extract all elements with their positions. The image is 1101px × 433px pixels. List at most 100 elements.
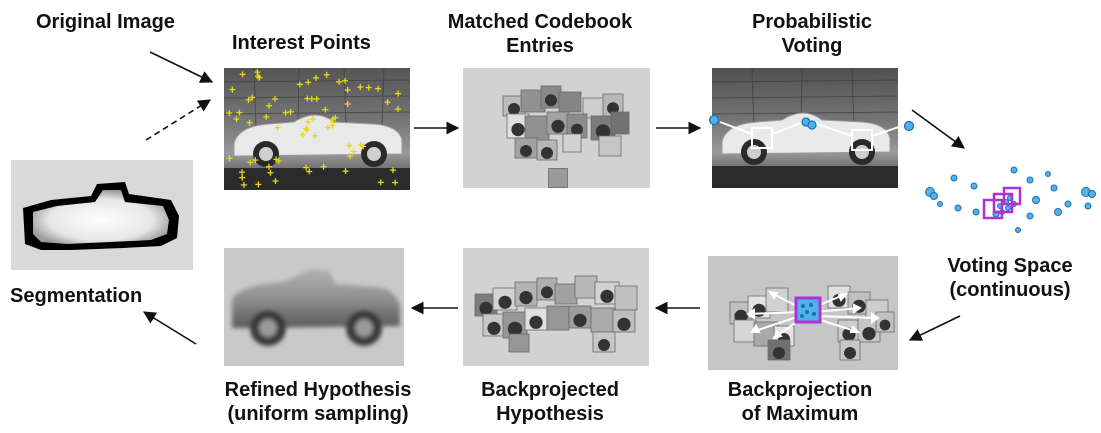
voting-space-plot: [918, 160, 1101, 245]
patch-wheel-detail: [571, 123, 583, 136]
vote-point: [1026, 212, 1034, 220]
label-backprojected-hypothesis-line2: Hypothesis: [496, 403, 604, 425]
keypoint-marker: [252, 157, 259, 164]
keypoint-marker: [312, 132, 319, 139]
patch-wheel-detail: [529, 315, 543, 329]
label-original-image: Original Image: [36, 11, 175, 33]
keypoint-marker: [346, 142, 353, 149]
patch-wheel-detail: [519, 291, 533, 305]
patch-wheel-detail: [479, 301, 493, 315]
vote-point: [950, 174, 958, 182]
codebook-patch-stray: [548, 168, 568, 188]
codebook-patch: [558, 91, 582, 113]
patch-wheel-detail: [511, 123, 525, 137]
keypoint-marker: [255, 181, 262, 188]
refined-hypothesis-image: [224, 248, 404, 366]
patch-wheel-detail: [862, 327, 876, 341]
keypoint-marker: [287, 108, 294, 115]
keypoint-marker: [357, 84, 364, 91]
keypoint-marker: [299, 131, 306, 138]
keypoint-marker: [344, 87, 351, 94]
codebook-patch: [546, 305, 570, 331]
keypoint-marker: [350, 148, 357, 155]
voting-patch-box-right: [851, 129, 873, 151]
vote-point: [1088, 190, 1096, 198]
label-refined-hypothesis: Refined Hypothesis (uniform sampling): [198, 378, 438, 426]
keypoint-marker: [226, 155, 233, 162]
patch-wheel-detail: [551, 119, 565, 133]
keypoint-marker: [375, 85, 382, 92]
keypoint-marker: [236, 109, 243, 116]
label-matched-codebook-line2: Entries: [506, 35, 574, 57]
keypoint-marker: [344, 101, 351, 108]
label-interest-points: Interest Points: [232, 32, 371, 54]
label-backprojection-maximum-line1: Backprojection: [727, 379, 873, 401]
keypoint-marker: [332, 114, 339, 121]
arrow-voting-to-space: [911, 109, 966, 149]
vote-point: [1054, 208, 1062, 216]
keypoint-marker: [238, 169, 245, 176]
keypoint-marker: [233, 115, 240, 122]
label-voting-space-line1: Voting Space: [947, 255, 1073, 277]
keypoint-marker: [226, 110, 233, 117]
label-voting-space-line2: (continuous): [949, 279, 1071, 301]
keypoint-marker: [305, 119, 312, 126]
patch-wheel-detail: [545, 94, 557, 107]
patch-wheel-detail: [617, 317, 631, 331]
keypoint-marker: [329, 122, 336, 129]
backprojected-hypothesis-image: [463, 248, 649, 366]
label-matched-codebook: Matched Codebook Entries: [440, 10, 640, 58]
label-refined-hypothesis-line1: Refined Hypothesis: [224, 379, 412, 401]
label-matched-codebook-line1: Matched Codebook: [447, 11, 633, 33]
keypoint-marker: [229, 86, 236, 93]
keypoint-marker: [255, 73, 262, 80]
keypoint-marker: [296, 81, 303, 88]
keypoint-marker: [267, 169, 274, 176]
label-segmentation: Segmentation: [10, 285, 143, 307]
keypoint-marker: [323, 71, 330, 78]
keypoint-marker: [342, 77, 349, 84]
keypoint-marker: [308, 95, 315, 102]
patch-wheel-detail: [507, 321, 523, 337]
codebook-patch: [554, 283, 578, 305]
vote-point: [972, 208, 980, 216]
vote-point: [1050, 184, 1058, 192]
keypoint-marker: [245, 96, 252, 103]
patch-wheel-detail: [844, 347, 856, 359]
label-probabilistic-voting-line2: Voting: [781, 35, 843, 57]
keypoint-marker: [392, 179, 399, 186]
patch-wheel-detail: [487, 321, 501, 335]
vote-point: [930, 192, 938, 200]
codebook-patch: [610, 111, 630, 135]
keypoint-marker: [358, 141, 365, 148]
maximum-box: [794, 296, 822, 324]
patch-wheel-detail: [498, 295, 512, 309]
label-backprojection-maximum-line2: of Maximum: [741, 403, 859, 425]
vote-point: [1084, 202, 1092, 210]
vote-point: [1064, 200, 1072, 208]
arrow-space-to-backprojection: [908, 315, 961, 341]
probabilistic-voting-image: [712, 68, 898, 188]
keypoint-marker: [377, 179, 384, 186]
keypoint-marker: [312, 74, 319, 81]
keypoint-marker: [303, 126, 310, 133]
voting-maximum-boxes: [982, 186, 1022, 220]
keypoint-marker: [395, 90, 402, 97]
label-voting-space: Voting Space (continuous): [920, 254, 1100, 302]
codebook-patch: [562, 133, 582, 153]
keypoint-marker: [282, 109, 289, 116]
keypoint-marker: [305, 79, 312, 86]
keypoint-marker: [303, 125, 310, 132]
keypoint-marker: [395, 106, 402, 113]
patch-wheel-detail: [598, 339, 610, 351]
backprojection-maximum-image: [708, 256, 898, 370]
segmentation-image: [11, 160, 193, 270]
keypoint-marker: [365, 84, 372, 91]
label-refined-hypothesis-line2: (uniform sampling): [227, 403, 409, 425]
patch-wheel-detail: [607, 102, 619, 115]
codebook-patch: [590, 307, 616, 333]
vote-point: [1032, 196, 1040, 204]
patch-wheel-detail: [541, 286, 553, 299]
keypoint-marker: [249, 94, 256, 101]
vote-point: [1010, 166, 1018, 174]
